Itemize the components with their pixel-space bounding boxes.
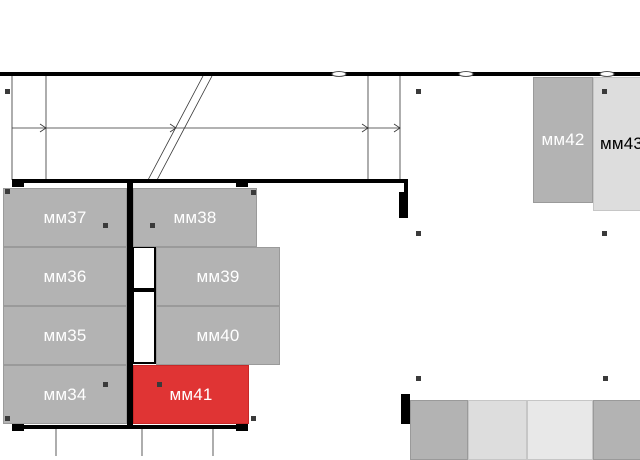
parking-spot-mm41[interactable]: мм41 — [133, 365, 249, 424]
inner-wall-bottom — [12, 425, 248, 429]
empty-cell — [132, 290, 156, 364]
parking-spot[interactable] — [468, 400, 527, 460]
column-marker — [251, 416, 256, 421]
arrow-icon — [39, 123, 47, 133]
wall-pillar — [401, 394, 410, 424]
center-column-wall — [127, 179, 133, 429]
column-marker — [103, 223, 108, 228]
parking-spot-mm39[interactable]: мм39 — [156, 247, 280, 306]
wall-pillar — [12, 421, 24, 431]
inner-wall-top — [12, 179, 408, 183]
parking-spot-mm43[interactable]: мм43 — [593, 77, 640, 211]
arrow-icon — [169, 123, 177, 133]
wall-pillar — [236, 179, 248, 187]
column-marker — [5, 189, 10, 194]
parking-spot[interactable] — [410, 400, 468, 460]
parking-spot-mm42[interactable]: мм42 — [533, 77, 593, 203]
wall-marker — [599, 71, 615, 77]
parking-spot-mm37[interactable]: мм37 — [3, 188, 127, 247]
parking-spot-mm36[interactable]: мм36 — [3, 247, 127, 306]
wall-marker — [458, 71, 474, 77]
parking-spot[interactable] — [527, 400, 593, 460]
arrow-icon — [393, 123, 401, 133]
column-marker — [157, 382, 162, 387]
parking-spot-mm34[interactable]: мм34 — [3, 365, 127, 424]
wall-pillar — [236, 421, 248, 431]
parking-spot[interactable] — [593, 400, 640, 460]
column-marker — [603, 376, 608, 381]
arrow-icon — [361, 123, 369, 133]
column-marker — [103, 382, 108, 387]
column-marker — [150, 223, 155, 228]
parking-spot-mm40[interactable]: мм40 — [156, 306, 280, 365]
column-marker — [416, 376, 421, 381]
column-marker — [5, 416, 10, 421]
empty-cell — [132, 246, 156, 290]
column-marker — [251, 190, 256, 195]
outer-wall-top — [0, 72, 640, 76]
parking-spot-mm38[interactable]: мм38 — [133, 188, 257, 247]
column-marker — [416, 231, 421, 236]
parking-spot-mm35[interactable]: мм35 — [3, 306, 127, 365]
column-marker — [602, 89, 607, 94]
column-marker — [602, 231, 607, 236]
wall-pillar — [12, 179, 24, 187]
column-marker — [5, 89, 10, 94]
wall-marker — [331, 71, 347, 77]
column-marker — [416, 89, 421, 94]
wall-pillar — [399, 192, 408, 218]
